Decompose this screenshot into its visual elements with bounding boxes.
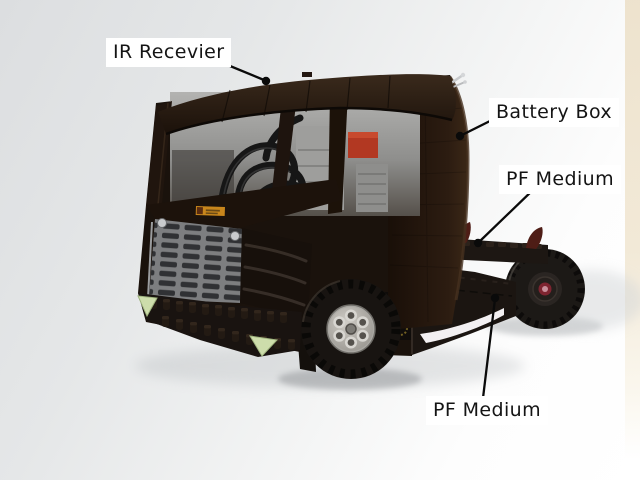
- license-sticker: [195, 205, 225, 217]
- front-wheel-hub: [326, 304, 376, 354]
- front-wheel: [301, 279, 401, 379]
- headlight-left: [157, 218, 167, 228]
- backdrop-edge: [625, 0, 640, 460]
- annotation-dot: [473, 238, 483, 248]
- cab-roof: [158, 72, 456, 136]
- annotation-dot: [490, 293, 500, 303]
- annotation-pf-medium-lower: PF Medium: [426, 396, 548, 425]
- annotation-dot: [455, 131, 465, 141]
- annotation-pf-medium-upper: PF Medium: [499, 165, 621, 194]
- green-corner-piece-right: [249, 335, 279, 357]
- gray-ribbed-block: [356, 164, 388, 212]
- fender-ridges: [240, 228, 312, 318]
- annotation-arrows: [211, 57, 537, 400]
- roof-antenna: [302, 72, 312, 77]
- annotation-dot: [261, 76, 271, 86]
- annotation-arrow: [477, 186, 537, 244]
- annotation-battery-box: Battery Box: [489, 98, 620, 127]
- a-pillar-middle: [271, 96, 297, 200]
- green-corner-piece-left: [137, 295, 158, 318]
- annotation-arrow: [481, 297, 497, 400]
- annotation-arrow: [460, 118, 494, 137]
- cowl-panel: [146, 179, 342, 228]
- skirt-stripe: [420, 308, 504, 343]
- rear-wheel: [505, 249, 585, 329]
- front-bumper: [137, 293, 302, 357]
- radiator-grille: [147, 218, 242, 303]
- aero-wing-right: [526, 227, 543, 249]
- annotation-ir-receiver: IR Recevier: [106, 38, 232, 67]
- headlight-right: [230, 231, 240, 241]
